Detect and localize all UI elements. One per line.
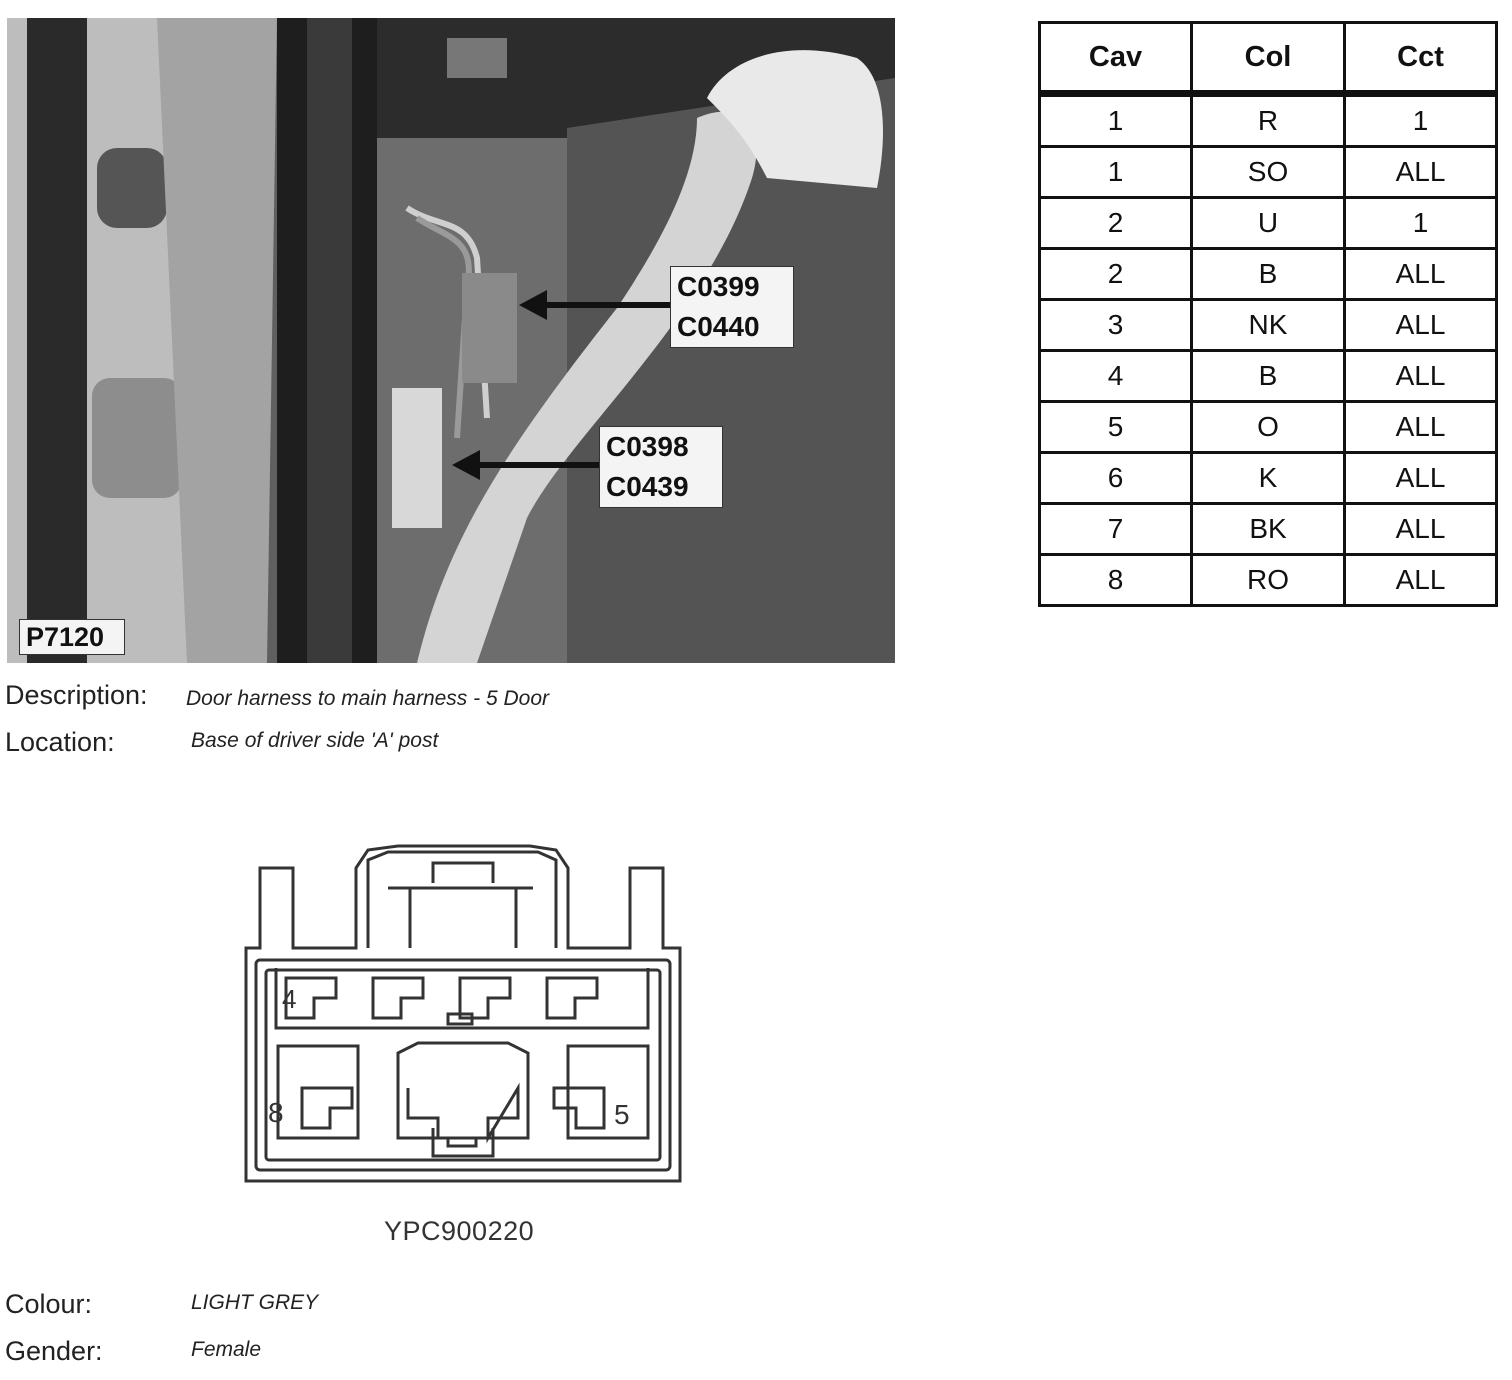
cell-cav: 2: [1038, 247, 1193, 301]
cell-cct: ALL: [1343, 349, 1498, 403]
colour-label: Colour:: [5, 1289, 93, 1319]
cell-cct: ALL: [1343, 400, 1498, 454]
cell-cav: 1: [1038, 145, 1193, 199]
callout-lower-line1: C0398: [606, 431, 689, 462]
cell-cct: ALL: [1343, 247, 1498, 301]
connector-location-photo: C0399 C0440 C0398 C0439 P7120: [7, 18, 895, 663]
callout-upper-line2: C0440: [677, 311, 760, 342]
header-col: Col: [1190, 21, 1346, 95]
callout-lower: C0398 C0439: [599, 426, 723, 508]
location-row: Location: Base of driver side 'A' post: [5, 727, 438, 758]
pin-label-bottom-right: 5: [614, 1099, 630, 1130]
cell-cct: 1: [1343, 196, 1498, 250]
cell-cct: 1: [1343, 92, 1498, 148]
description-value: Door harness to main harness - 5 Door: [186, 687, 549, 710]
colour-value: LIGHT GREY: [191, 1291, 319, 1314]
cell-cav: 6: [1038, 451, 1193, 505]
gender-value: Female: [191, 1338, 262, 1361]
cell-col: SO: [1190, 145, 1346, 199]
cell-cct: ALL: [1343, 145, 1498, 199]
cell-cct: ALL: [1343, 298, 1498, 352]
cell-cav: 1: [1038, 92, 1193, 148]
gender-label: Gender:: [5, 1336, 103, 1366]
cell-cav: 4: [1038, 349, 1193, 403]
description-label: Description:: [5, 680, 148, 710]
cell-cav: 8: [1038, 553, 1193, 607]
callout-lower-line2: C0439: [606, 471, 689, 502]
cell-cav: 3: [1038, 298, 1193, 352]
callout-upper-line1: C0399: [677, 271, 760, 302]
cell-col: U: [1190, 196, 1346, 250]
cell-cct: ALL: [1343, 451, 1498, 505]
colour-row: Colour: LIGHT GREY: [5, 1289, 318, 1320]
cell-col: RO: [1190, 553, 1346, 607]
cell-cct: ALL: [1343, 502, 1498, 556]
cell-cav: 2: [1038, 196, 1193, 250]
cell-col: B: [1190, 349, 1346, 403]
connector-part-number: YPC900220: [384, 1216, 535, 1246]
connector-face-diagram: 4 8 5: [244, 844, 682, 1183]
table-header-row: Cav Col Cct: [1038, 21, 1498, 95]
description-row: Description: Door harness to main harnes…: [5, 680, 549, 711]
location-value: Base of driver side 'A' post: [191, 729, 439, 752]
cell-col: B: [1190, 247, 1346, 301]
cell-cct: ALL: [1343, 553, 1498, 607]
header-cct: Cct: [1343, 21, 1498, 95]
cell-col: R: [1190, 92, 1346, 148]
pin-label-bottom-left: 8: [268, 1097, 284, 1128]
photo-scene: [7, 18, 895, 663]
cell-col: BK: [1190, 502, 1346, 556]
cell-cav: 7: [1038, 502, 1193, 556]
gender-row: Gender: Female: [5, 1336, 261, 1367]
photo-id-label: P7120: [19, 619, 126, 655]
callout-upper: C0399 C0440: [670, 266, 794, 348]
header-cav: Cav: [1038, 21, 1193, 95]
cell-col: NK: [1190, 298, 1346, 352]
pin-label-top-left: 4: [282, 984, 296, 1014]
cell-cav: 5: [1038, 400, 1193, 454]
cell-col: O: [1190, 400, 1346, 454]
location-label: Location:: [5, 727, 115, 757]
cell-col: K: [1190, 451, 1346, 505]
